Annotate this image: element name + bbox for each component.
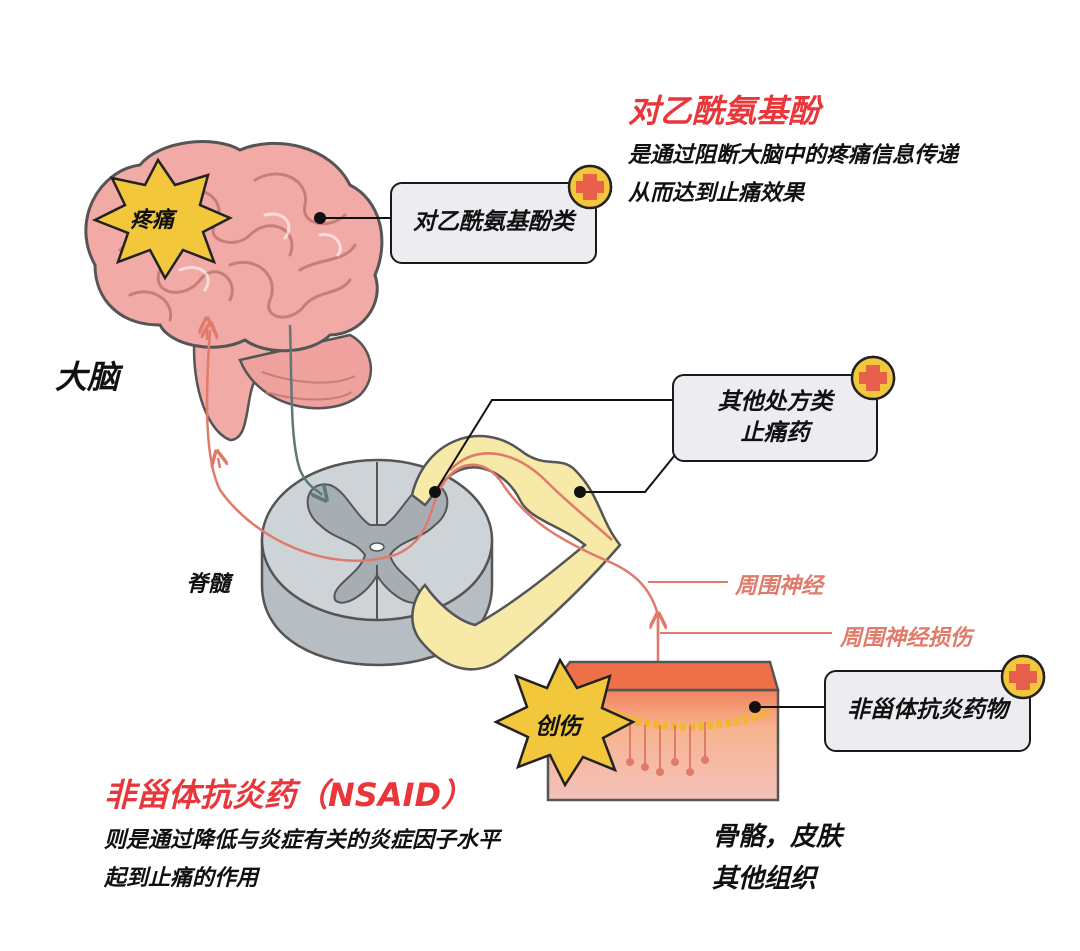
tissue-label-line1: 骨骼，皮肤	[712, 822, 843, 852]
spinal-cord-label: 脊髓	[186, 572, 231, 597]
other-rx-box: 其他处方类 止痛药	[672, 374, 878, 462]
peripheral-nerve-label: 周围神经	[735, 574, 824, 599]
tissue-label-line2: 其他组织	[712, 864, 817, 894]
other-rx-label-line1: 其他处方类	[717, 388, 833, 415]
medical-plus-badge-icon	[567, 164, 613, 210]
acetaminophen-class-box: 对乙酰氨基酚类	[390, 182, 597, 264]
acetaminophen-desc-line1: 是通过阻断大脑中的疼痛信息传递	[628, 143, 959, 168]
brain-label: 大脑	[55, 358, 120, 396]
medical-plus-badge-icon	[850, 355, 896, 401]
acetaminophen-desc-line2: 从而达到止痛效果	[628, 181, 805, 206]
nsaid-desc-line1: 则是通过降低与炎症有关的炎症因子水平	[104, 828, 501, 853]
pain-label: 疼痛	[130, 208, 175, 233]
medical-plus-badge-icon	[1000, 654, 1046, 700]
descending-signal	[288, 324, 322, 495]
ascending-pain-signal	[207, 330, 660, 765]
peripheral-nerve-injury-label: 周围神经损伤	[840, 626, 973, 651]
acetaminophen-class-label: 对乙酰氨基酚类	[413, 209, 574, 236]
nsaid-desc-line2: 起到止痛的作用	[104, 866, 259, 891]
peripheral-nerve-illustration	[410, 434, 622, 671]
starburst-pain-icon	[91, 157, 233, 281]
cord-arrowhead	[218, 458, 220, 468]
nsaid-drugs-label: 非甾体抗炎药物	[847, 697, 1008, 724]
nsaid-title: 非甾体抗炎药（NSAID）	[104, 776, 474, 814]
injury-label: 创伤	[535, 714, 581, 740]
starburst-injury-icon	[493, 657, 636, 788]
nsaid-drugs-box: 非甾体抗炎药物	[824, 670, 1031, 752]
other-rx-label-line2: 止痛药	[740, 420, 810, 446]
acetaminophen-title: 对乙酰氨基酚	[628, 92, 821, 130]
